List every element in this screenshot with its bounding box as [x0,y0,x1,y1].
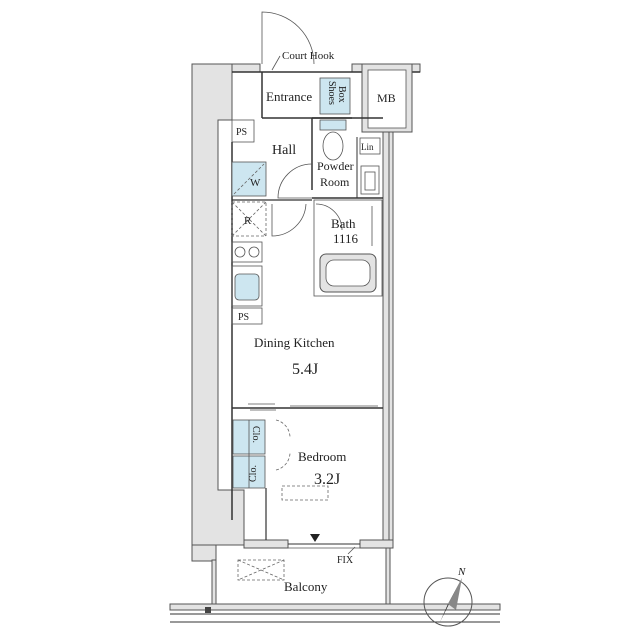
closet-door-swing-2 [275,451,291,471]
compass: N [423,566,473,627]
dining-kitchen-size-label: 5.4J [292,361,318,378]
aircon-unit [281,485,329,501]
fix-label: FIX [337,555,354,566]
w-label: W [250,177,261,189]
r-label: R [244,215,252,227]
powder-room-label-2: Room [320,175,350,189]
burner-1 [234,246,246,258]
burner-2 [248,246,260,258]
shoes-box-label-2: Box [336,86,347,103]
balcony-label: Balcony [284,579,328,594]
lin-shelf [359,137,381,155]
toilet-tank [319,119,347,131]
compass-n-label: N [457,566,466,578]
fix-leader [347,546,356,555]
shoes-box-cabinet [319,77,351,115]
ps-bottom-label: PS [238,312,249,323]
doors [261,11,343,471]
top-wall-left [231,63,261,73]
balcony-floor-line [169,603,501,611]
closet-door-swing [275,419,291,439]
bathtub-inner [325,259,371,287]
closet-label-2: Clo. [248,465,259,482]
interior-walls [231,63,420,581]
closet-label-1: Clo. [250,426,261,443]
compass-needle-light [448,578,462,610]
fridge-space [231,201,267,237]
kitchen-sink [234,273,260,301]
hall-door [277,163,313,199]
stove [231,241,263,263]
entrance-label: Entrance [266,89,312,104]
sliding-door-track [248,403,276,411]
bedroom-label: Bedroom [298,449,346,464]
balcony-outdoor-diag-2 [237,559,285,581]
outdoor-unit-marker [205,607,211,613]
kitchen-door [271,203,307,237]
washbasin [360,165,380,195]
balcony-side-left [211,559,217,605]
balcony-wall-left [191,544,217,562]
fridge-diag-2 [231,201,267,237]
entry-marker [310,534,320,542]
fridge-diag-1 [231,201,267,237]
bedroom-size-label: 3.2J [314,471,340,488]
dining-kitchen-label: Dining Kitchen [254,335,335,350]
powder-room-label-1: Powder [317,159,354,173]
lin-label: Lin [361,142,374,152]
bottom-wall-right [359,539,394,549]
compass-ring [423,577,473,627]
shoes-box-label-1: Shoes [326,81,337,105]
entrance-door [261,11,315,65]
room-labels: Court Hook Entrance Shoes Box MB PS Hall… [236,50,396,594]
bath-size-label: 1116 [333,231,359,246]
bottom-wall-left [243,539,289,549]
balcony-outdoor-unit [237,559,285,581]
ps-top-box [231,119,255,143]
court-hook-leader [271,55,281,71]
ps-bottom-box [231,307,263,325]
washbasin-inner [364,171,376,191]
kitchen-sink-counter [231,265,263,307]
bath-label: Bath [331,216,356,231]
hall-label: Hall [272,143,296,158]
toilet-bowl [322,131,344,161]
washer-diag [233,163,265,195]
bath-room-box [313,199,383,297]
balcony-side-right [385,547,391,605]
structural-walls [169,63,501,623]
bath-door [315,203,343,231]
right-wall-outer [388,131,394,543]
mb-label: MB [377,91,396,105]
court-hook-label: Court Hook [282,50,335,62]
right-wall [382,131,390,543]
ps-top-label: PS [236,127,247,138]
